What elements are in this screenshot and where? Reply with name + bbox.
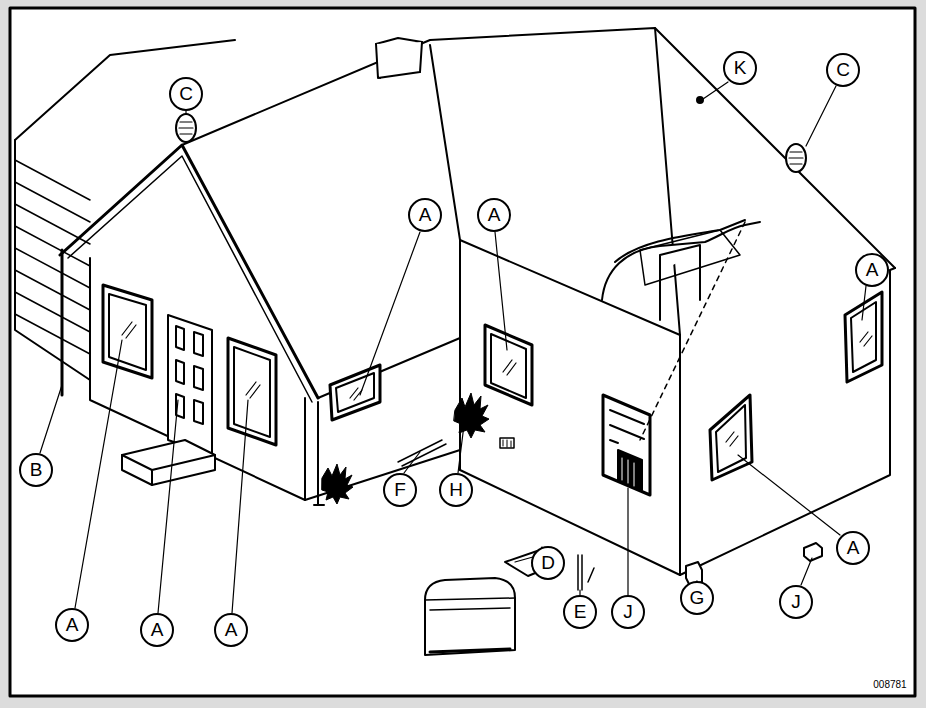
figure-code: 008781 xyxy=(873,679,906,690)
callout-letter: K xyxy=(723,51,757,85)
callout-letter: A xyxy=(140,613,174,647)
callout-letter: E xyxy=(563,595,597,629)
callout-letter: A xyxy=(855,253,889,287)
callout-letter: B xyxy=(19,453,53,487)
callout-letter: H xyxy=(439,473,473,507)
callout-letter: C xyxy=(826,53,860,87)
callout-letter: D xyxy=(531,546,565,580)
callout-letter: A xyxy=(214,613,248,647)
callout-letter: A xyxy=(477,198,511,232)
callout-letter: J xyxy=(779,585,813,619)
callout-letter: A xyxy=(408,198,442,232)
callout-letter: G xyxy=(680,581,714,615)
callout-letter: A xyxy=(836,531,870,565)
callout-letter: A xyxy=(55,608,89,642)
callout-letter: F xyxy=(383,473,417,507)
callout-letter: J xyxy=(611,595,645,629)
callout-letter: C xyxy=(169,77,203,111)
